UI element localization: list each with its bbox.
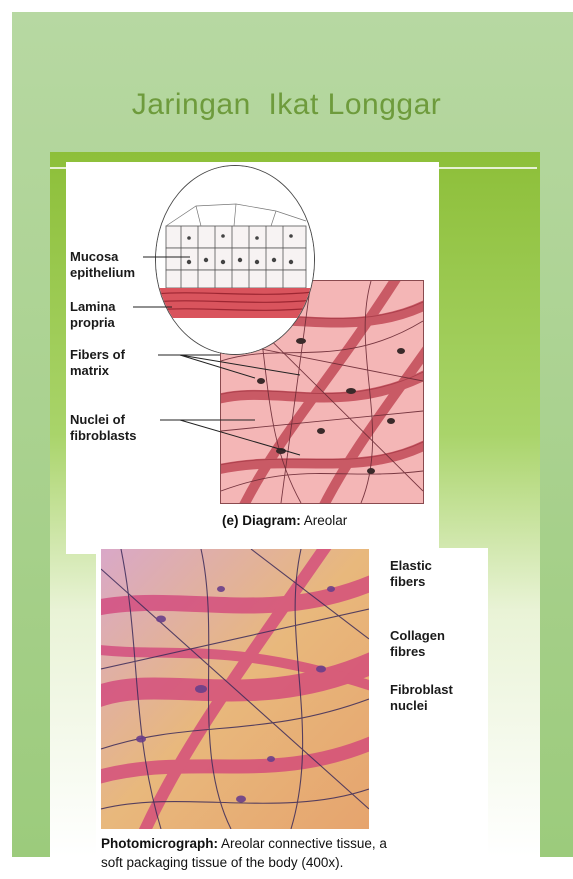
photomicrograph-caption-line1: Photomicrograph: Areolar connective tiss… <box>101 836 387 851</box>
photomicrograph-caption-line2: soft packaging tissue of the body (400x)… <box>101 855 343 870</box>
label-nuclei-of-fibroblasts: Nuclei of fibroblasts <box>70 412 136 444</box>
photomicrograph-caption-text: Areolar connective tissue, a <box>218 836 387 851</box>
diagram-caption-text: Areolar <box>301 513 348 528</box>
label-fibroblast-nuclei: Fibroblast nuclei <box>390 682 453 714</box>
diagram-caption: (e) Diagram: Areolar <box>222 513 347 528</box>
label-fibers-of-matrix: Fibers of matrix <box>70 347 125 379</box>
label-lamina-propria: Lamina propria <box>70 299 116 331</box>
label-collagen-fibres: Collagen fibres <box>390 628 445 660</box>
diagram-caption-prefix: (e) Diagram: <box>222 513 301 528</box>
label-elastic-fibers: Elastic fibers <box>390 558 432 590</box>
photomicrograph-image <box>101 549 369 829</box>
label-mucosa-epithelium: Mucosa epithelium <box>70 249 135 281</box>
photomicrograph-caption-prefix: Photomicrograph: <box>101 836 218 851</box>
